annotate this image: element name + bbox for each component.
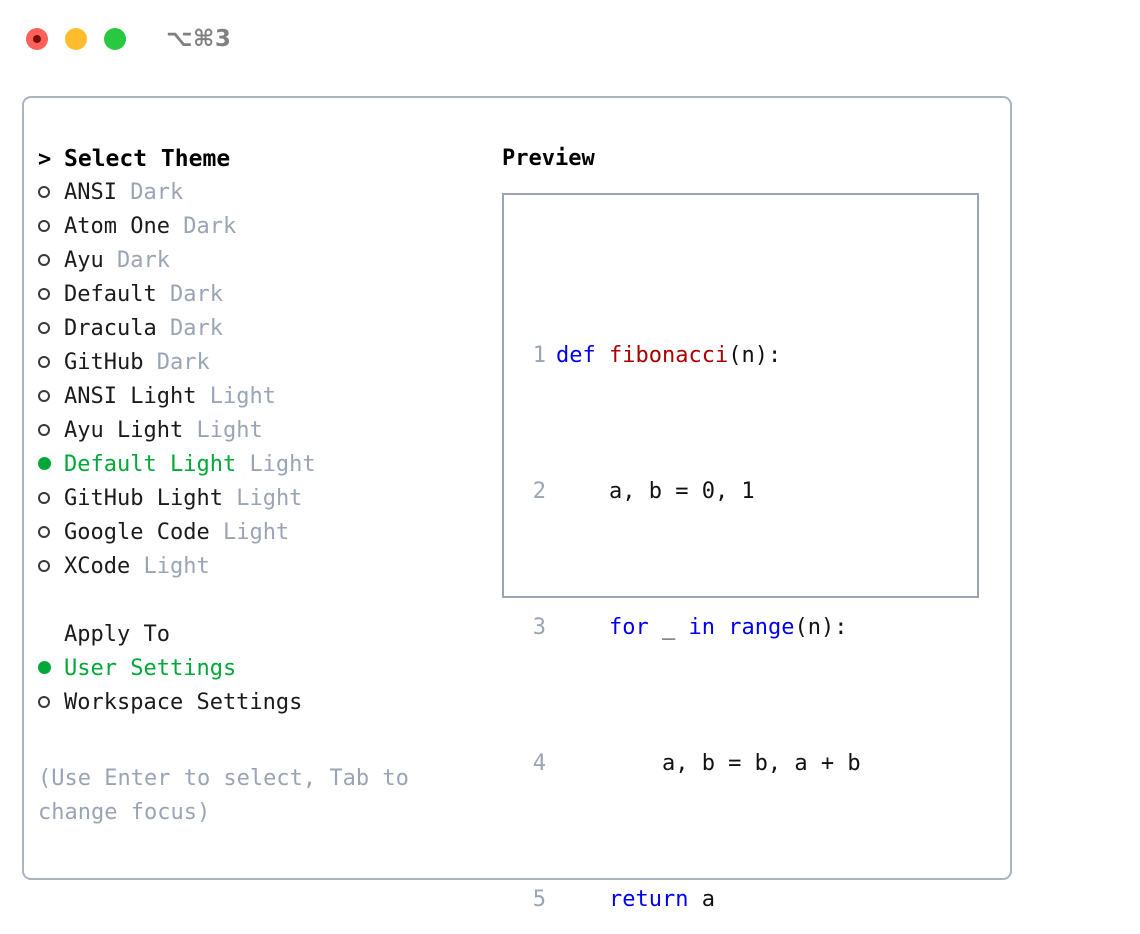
theme-name: Dracula [64, 316, 157, 341]
minimize-button[interactable] [65, 28, 87, 50]
keyboard-shortcut-label: ⌥⌘3 [166, 26, 232, 52]
main-panel: > Select Theme ANSI Dark Atom One Dark Ay… [22, 96, 1012, 912]
theme-name: Google Code [64, 520, 210, 545]
radio-icon[interactable] [38, 420, 64, 442]
theme-name: Ayu Light [64, 418, 184, 443]
theme-tag: Dark [169, 316, 223, 341]
code-content: def fibonacci(n): [556, 343, 782, 368]
apply-to-title: Apply To [64, 622, 170, 647]
theme-item-ansi[interactable]: ANSI Dark [38, 180, 488, 214]
theme-item-default[interactable]: Default Dark [38, 282, 488, 316]
theme-tag: Dark [169, 282, 223, 307]
theme-name: ANSI Light [64, 384, 197, 409]
code-line: 1 def fibonacci(n): [516, 339, 887, 373]
radio-icon[interactable] [38, 284, 64, 306]
theme-item-xcode[interactable]: XCode Light [38, 554, 488, 588]
radio-icon[interactable] [38, 318, 64, 340]
theme-name: GitHub Light [64, 486, 223, 511]
apply-to-label: User Settings [64, 656, 237, 681]
theme-tag: Light [209, 384, 276, 409]
maximize-button[interactable] [104, 28, 126, 50]
code-sample: 1 def fibonacci(n): 2 a, b = 0, 1 3 for _… [516, 237, 887, 934]
radio-icon[interactable] [38, 522, 64, 544]
apply-to-label: Workspace Settings [64, 690, 303, 715]
title-bar: ⌥⌘3 [0, 0, 1140, 78]
select-theme-title: Select Theme [64, 146, 231, 172]
code-content: for _ in range(n): [608, 615, 848, 640]
radio-icon[interactable] [38, 692, 64, 714]
apply-to-workspace-settings[interactable]: Workspace Settings [38, 690, 488, 724]
theme-tag: Light [143, 554, 210, 579]
radio-icon-selected[interactable] [38, 658, 64, 680]
caret-icon: > [38, 147, 52, 172]
radio-icon[interactable] [38, 182, 64, 204]
radio-icon[interactable] [38, 556, 64, 578]
radio-icon[interactable] [38, 250, 64, 272]
code-content: return a [608, 887, 715, 912]
code-line: 2 a, b = 0, 1 [516, 475, 887, 509]
theme-item-dracula[interactable]: Dracula Dark [38, 316, 488, 350]
theme-item-atom-one[interactable]: Atom One Dark [38, 214, 488, 248]
theme-item-github-light[interactable]: GitHub Light Light [38, 486, 488, 520]
line-number: 3 [532, 615, 546, 640]
theme-tag: Dark [117, 248, 170, 273]
apply-to-user-settings[interactable]: User Settings [38, 656, 488, 690]
theme-tag: Dark [156, 350, 210, 375]
line-number: 5 [532, 887, 546, 912]
radio-icon[interactable] [38, 488, 64, 510]
theme-item-github[interactable]: GitHub Dark [38, 350, 488, 384]
window-controls [26, 28, 126, 50]
theme-tag: Light [236, 486, 303, 511]
radio-icon[interactable] [38, 216, 64, 238]
code-line: 5 return a [516, 883, 887, 917]
theme-item-ayu[interactable]: Ayu Dark [38, 248, 488, 282]
preview-pane: Preview 1 def fibonacci(n): 2 a, b = 0, 1… [502, 146, 992, 912]
keyboard-hint: (Use Enter to select, Tab to change focu… [38, 766, 409, 825]
theme-chooser: > Select Theme ANSI Dark Atom One Dark Ay… [38, 146, 488, 724]
theme-tag: Light [249, 452, 316, 477]
preview-box: 1 def fibonacci(n): 2 a, b = 0, 1 3 for _… [502, 193, 979, 912]
code-content: a, b = 0, 1 [556, 479, 755, 504]
line-number: 4 [532, 751, 546, 776]
preview-title: Preview [502, 146, 595, 171]
section-spacer [38, 588, 488, 622]
theme-name: Ayu [64, 248, 104, 273]
theme-tag: Dark [130, 180, 184, 205]
theme-tag: Dark [183, 214, 237, 239]
theme-name: XCode [64, 554, 131, 579]
radio-icon[interactable] [38, 386, 64, 408]
line-number: 2 [532, 479, 546, 504]
theme-name: GitHub [64, 350, 144, 375]
theme-name: ANSI [64, 180, 117, 205]
theme-item-google-code[interactable]: Google Code Light [38, 520, 488, 554]
theme-tag: Light [222, 520, 290, 545]
theme-item-ayu-light[interactable]: Ayu Light Light [38, 418, 488, 452]
theme-item-ansi-light[interactable]: ANSI Light Light [38, 384, 488, 418]
close-button[interactable] [26, 28, 48, 50]
theme-item-default-light[interactable]: Default Light Light [38, 452, 488, 486]
code-line: 3 for _ in range(n): [516, 611, 887, 645]
theme-name: Default Light [64, 452, 237, 477]
theme-name: Default [64, 282, 157, 307]
radio-icon[interactable] [38, 352, 64, 374]
select-theme-header: > Select Theme [38, 146, 488, 180]
line-number: 1 [532, 343, 546, 368]
apply-to-header: Apply To [38, 622, 488, 656]
radio-icon-selected[interactable] [38, 454, 64, 476]
code-content: a, b = b, a + b [556, 751, 861, 776]
theme-name: Atom One [64, 214, 170, 239]
code-line: 4 a, b = b, a + b [516, 747, 887, 781]
theme-tag: Light [196, 418, 263, 443]
